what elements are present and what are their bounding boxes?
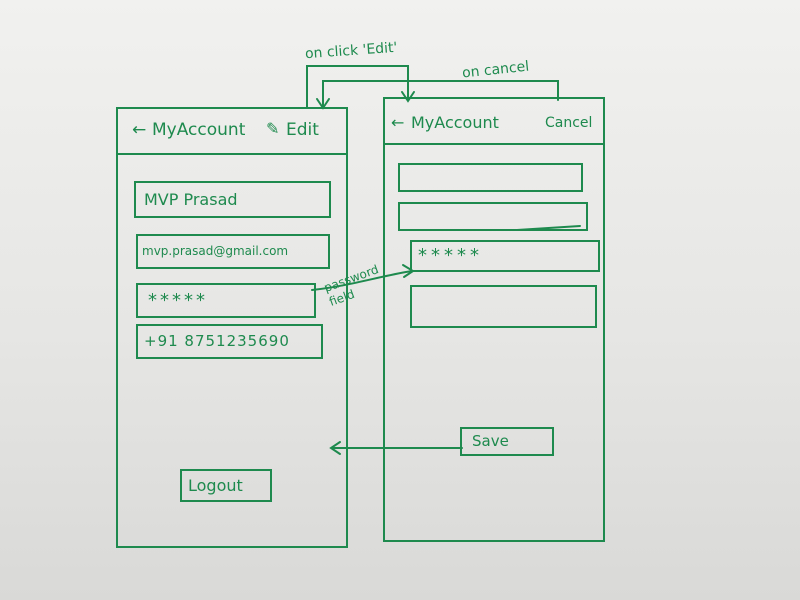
name-value: MVP Prasad: [144, 190, 238, 209]
cancel-button[interactable]: Cancel: [545, 115, 593, 131]
edit-flow-arrowhead: [401, 91, 415, 103]
save-label: Save: [472, 432, 509, 450]
back-arrow-icon[interactable]: ←: [391, 113, 405, 132]
email-input[interactable]: [398, 202, 588, 231]
password-value: *****: [148, 290, 208, 311]
edit-account-screen: ← MyAccount Cancel ***** Save: [383, 97, 605, 542]
view-account-screen: ← MyAccount ✎ Edit MVP Prasad mvp.prasad…: [116, 107, 348, 548]
password-flow-line: [311, 270, 413, 291]
pencil-icon[interactable]: ✎: [266, 119, 280, 138]
view-header: ← MyAccount ✎ Edit: [118, 109, 346, 155]
save-flow-arrowhead: [329, 441, 341, 455]
edit-flow-line: [306, 65, 409, 109]
name-field: MVP Prasad: [134, 181, 331, 218]
password-field: *****: [136, 283, 316, 318]
edit-button[interactable]: Edit: [286, 120, 319, 140]
password-input[interactable]: *****: [410, 240, 600, 272]
email-field: mvp.prasad@gmail.com: [136, 234, 330, 269]
logout-button[interactable]: Logout: [180, 469, 272, 502]
email-value: mvp.prasad@gmail.com: [142, 244, 289, 258]
password-input-value: *****: [418, 245, 483, 266]
edit-header: ← MyAccount Cancel: [385, 99, 603, 145]
logout-label: Logout: [188, 476, 243, 495]
page-title: MyAccount: [152, 120, 246, 140]
save-button[interactable]: Save: [460, 427, 554, 456]
name-input[interactable]: [398, 163, 583, 192]
phone-input[interactable]: [410, 285, 597, 328]
cancel-flow-line: [322, 80, 559, 109]
page-title: MyAccount: [411, 113, 499, 132]
back-arrow-icon[interactable]: ←: [132, 120, 147, 140]
phone-value: +91 8751235690: [144, 332, 290, 350]
phone-field: +91 8751235690: [136, 324, 323, 359]
